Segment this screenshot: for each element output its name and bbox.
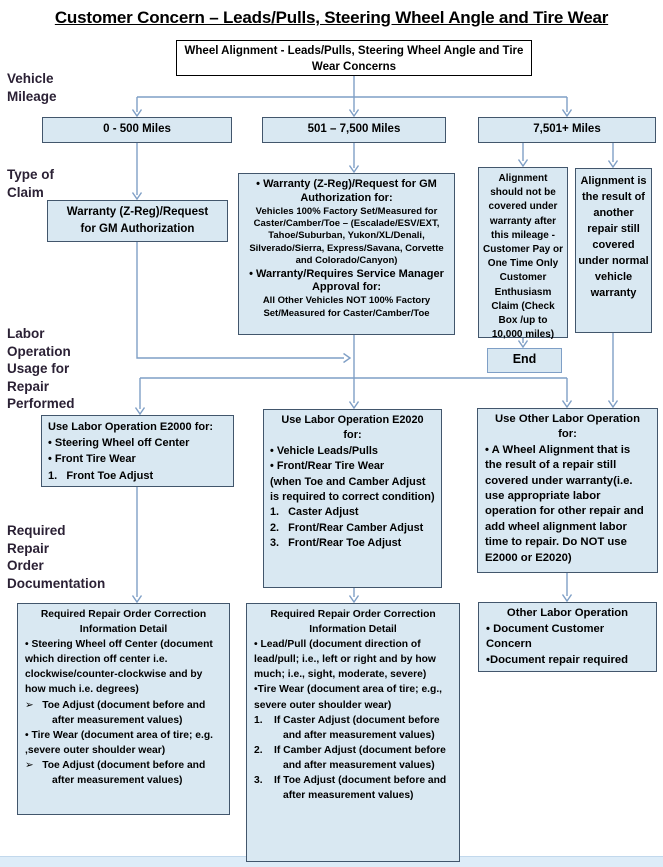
doc-item: 3. If Toe Adjust (document before and af…	[254, 775, 447, 802]
claim-bullet-1-body: Vehicles 100% Factory Set/Measured for C…	[249, 205, 444, 267]
labor-item: 2. Front/Rear Camber Adjust	[270, 521, 424, 534]
mileage-box-0-500: 0 - 500 Miles	[42, 117, 232, 143]
doc-item: • Lead/Pull (document direction of lead/…	[254, 639, 436, 681]
claim-bullet-2-body: All Other Vehicles NOT 100% Factory Set/…	[262, 295, 431, 319]
claim-bullet-1-header: • Warranty (Z-Reg)/Request for GM Author…	[256, 178, 437, 204]
claim-box-result-of-repair: Alignment is the result of another repai…	[575, 168, 652, 333]
labor-other-body: • A Wheel Alignment that is the result o…	[485, 443, 644, 564]
claim-box-warranty-detail: • Warranty (Z-Reg)/Request for GM Author…	[238, 173, 455, 335]
mileage-box-7501-plus: 7,501+ Miles	[478, 117, 656, 143]
doc-item: • Steering Wheel off Center (document wh…	[25, 639, 213, 696]
labor-item: 1. Front Toe Adjust	[48, 469, 154, 482]
page-title: Customer Concern – Leads/Pulls, Steering…	[54, 8, 609, 27]
doc-item: •Document repair required	[486, 653, 629, 666]
side-label-required-repair-docs: Required Repair Order Documentation	[7, 523, 106, 591]
end-box: End	[487, 348, 562, 373]
labor-item: • Steering Wheel off Center	[48, 437, 190, 450]
labor-item: • Vehicle Leads/Pulls	[270, 444, 378, 457]
root-box-wheel-alignment: Wheel Alignment - Leads/Pulls, Steering …	[176, 40, 532, 76]
labor-item: • Front Tire Wear	[48, 453, 136, 466]
labor-item: • Front/Rear Tire Wear	[270, 460, 385, 473]
doc-item: • Tire Wear (document area of tire; e.g.…	[25, 729, 214, 756]
mileage-box-501-7500: 501 – 7,500 Miles	[262, 117, 446, 143]
doc-box-e2020-detail: Required Repair Order Correction Informa…	[246, 603, 460, 862]
claim-box-warranty-zreg: Warranty (Z-Reg)/Request for GM Authoriz…	[47, 200, 228, 242]
claim-box-not-covered: Alignment should not be covered under wa…	[478, 167, 568, 340]
doc-item: • Document Customer Concern	[486, 622, 605, 651]
doc-header: Other Labor Operation	[506, 607, 629, 619]
doc-item: ➢ Toe Adjust (document before and after …	[25, 699, 206, 726]
doc-item: ➢ Toe Adjust (document before and after …	[25, 759, 206, 787]
side-label-labor-operation: Labor Operation Usage for Repair Perform…	[7, 326, 75, 411]
labor-item: 3. Front/Rear Toe Adjust	[270, 537, 402, 550]
labor-e2000-header: Use Labor Operation E2000 for:	[48, 421, 214, 433]
side-label-vehicle-mileage: Vehicle Mileage	[7, 71, 57, 104]
doc-header: Required Repair Order Correction Informa…	[270, 609, 436, 636]
labor-item: (when Toe and Camber Adjust is required …	[270, 475, 435, 504]
labor-box-e2000: Use Labor Operation E2000 for: • Steerin…	[41, 415, 234, 487]
labor-e2020-header: Use Labor Operation E2020 for:	[281, 414, 424, 442]
labor-box-e2020: Use Labor Operation E2020 for: • Vehicle…	[263, 409, 442, 588]
labor-other-header: Use Other Labor Operation for:	[494, 413, 640, 441]
doc-item: •Tire Wear (document area of tire; e.g.,…	[254, 684, 443, 711]
claim-bullet-2-header: • Warranty/Requires Service Manager Appr…	[249, 267, 444, 294]
side-label-type-of-claim: Type of Claim	[7, 167, 54, 200]
doc-box-other-labor: Other Labor Operation • Document Custome…	[478, 602, 657, 672]
labor-box-other: Use Other Labor Operation for: • A Wheel…	[477, 408, 658, 573]
doc-box-e2000-detail: Required Repair Order Correction Informa…	[17, 603, 230, 815]
labor-item: 1. Caster Adjust	[270, 506, 359, 519]
doc-header: Required Repair Order Correction Informa…	[40, 609, 207, 636]
doc-item: 1. If Caster Adjust (document before and…	[254, 714, 440, 741]
doc-item: 2. If Camber Adjust (document before and…	[254, 744, 446, 771]
